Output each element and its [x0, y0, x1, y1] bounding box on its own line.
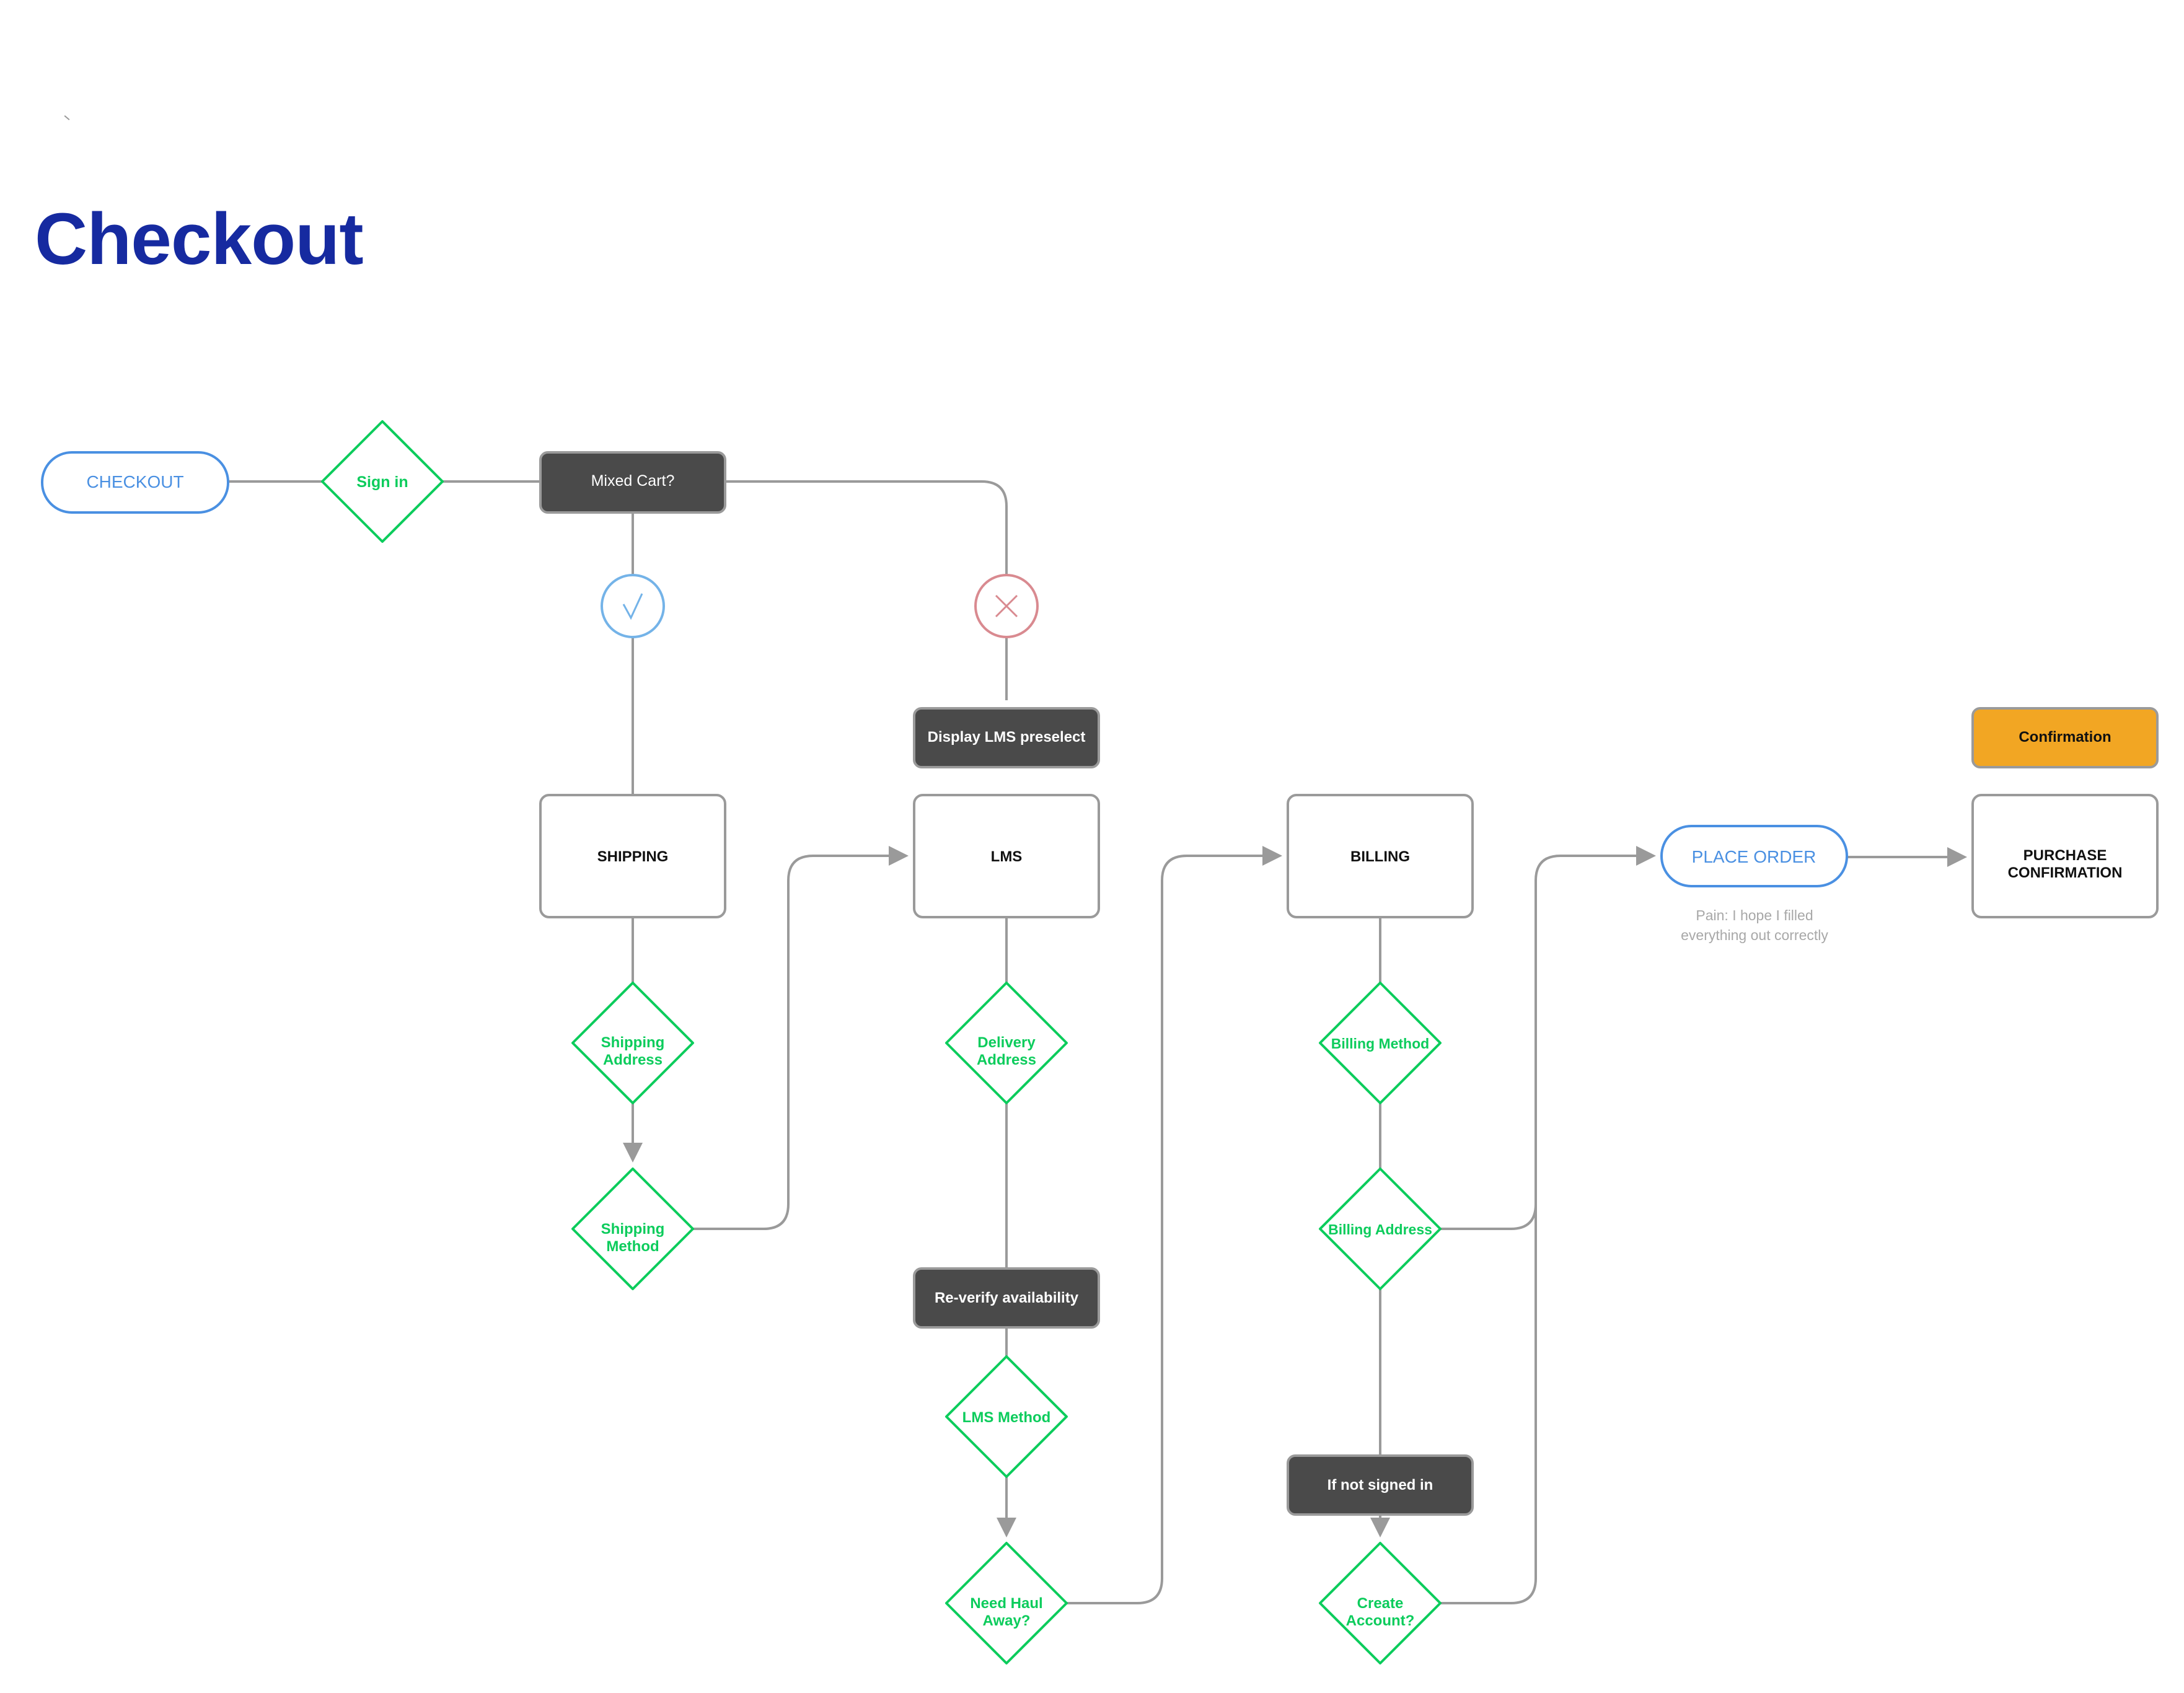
- billing-label: BILLING: [1350, 848, 1410, 865]
- lms-method-label: LMS Method: [962, 1409, 1051, 1426]
- billing-method-label: Billing Method: [1331, 1036, 1429, 1052]
- sign-in-label: Sign in: [356, 473, 408, 491]
- create-account-line-1: Create: [1357, 1595, 1404, 1612]
- node-place-order[interactable]: PLACE ORDER: [1660, 825, 1848, 887]
- mixed-cart-label: Mixed Cart?: [591, 472, 675, 490]
- node-purchase-confirmation[interactable]: PURCHASE CONFIRMATION: [1971, 794, 2159, 918]
- node-shipping-address[interactable]: Shipping Address: [571, 982, 694, 1104]
- pain-note-line-2: everything out correctly: [1681, 927, 1828, 943]
- edge-shippingmethod-lms: [693, 846, 909, 1230]
- edge-createaccount-placeorder: [1440, 1204, 1537, 1604]
- pain-note-line-1: Pain: I hope I filled: [1696, 907, 1813, 923]
- create-account-line-2: Account?: [1346, 1612, 1415, 1629]
- display-lms-label: Display LMS preselect: [928, 729, 1086, 745]
- node-no-branch: [974, 574, 1039, 638]
- edge-needhaul-billing: [1067, 846, 1282, 1604]
- edge-billingaddress-placeorder: [1440, 846, 1656, 1230]
- page-title: Checkout: [35, 198, 364, 280]
- node-yes-branch: [601, 574, 665, 638]
- billing-address-label: Billing Address: [1328, 1221, 1432, 1238]
- connectors: [228, 480, 1967, 1604]
- reverify-label: Re-verify availability: [935, 1290, 1079, 1306]
- node-shipping-method[interactable]: Shipping Method: [571, 1168, 694, 1290]
- delivery-address-line-2: Address: [977, 1052, 1036, 1068]
- delivery-address-line-1: Delivery: [977, 1034, 1036, 1051]
- close-icon: [995, 594, 1018, 618]
- node-display-lms-preselect[interactable]: Display LMS preselect: [913, 707, 1100, 768]
- node-shipping[interactable]: SHIPPING: [539, 794, 726, 918]
- shipping-method-line-2: Method: [606, 1238, 659, 1255]
- lms-label: LMS: [991, 848, 1023, 865]
- node-sign-in[interactable]: Sign in: [321, 420, 444, 543]
- need-haul-away-line-1: Need Haul: [970, 1595, 1042, 1612]
- place-order-label: PLACE ORDER: [1692, 847, 1816, 866]
- node-billing-method[interactable]: Billing Method: [1319, 982, 1442, 1104]
- node-lms[interactable]: LMS: [913, 794, 1100, 918]
- purchase-confirmation-line-2: CONFIRMATION: [2008, 864, 2123, 881]
- purchase-confirmation-line-1: PURCHASE: [2023, 847, 2107, 864]
- need-haul-away-line-2: Away?: [983, 1612, 1031, 1629]
- node-need-haul-away[interactable]: Need Haul Away?: [945, 1542, 1068, 1664]
- node-reverify-availability[interactable]: Re-verify availability: [913, 1267, 1100, 1329]
- if-not-signed-in-label: If not signed in: [1328, 1477, 1433, 1493]
- confirmation-label: Confirmation: [2019, 729, 2111, 745]
- shipping-address-line-2: Address: [603, 1052, 663, 1068]
- node-delivery-address[interactable]: Delivery Address: [945, 982, 1068, 1104]
- checkout-label: CHECKOUT: [86, 472, 183, 491]
- node-lms-method[interactable]: LMS Method: [945, 1355, 1068, 1478]
- node-create-account[interactable]: Create Account?: [1319, 1542, 1442, 1664]
- node-billing[interactable]: BILLING: [1287, 794, 1474, 918]
- pain-note: Pain: I hope I filled everything out cor…: [1681, 907, 1828, 943]
- node-if-not-signed-in[interactable]: If not signed in: [1287, 1454, 1474, 1516]
- shipping-label: SHIPPING: [597, 848, 669, 865]
- node-checkout[interactable]: CHECKOUT: [41, 451, 229, 514]
- check-icon: [622, 593, 643, 620]
- shipping-method-line-1: Shipping: [601, 1221, 665, 1238]
- shipping-address-line-1: Shipping: [601, 1034, 665, 1051]
- node-confirmation-tag[interactable]: Confirmation: [1971, 707, 2159, 768]
- node-billing-address[interactable]: Billing Address: [1319, 1168, 1442, 1290]
- node-mixed-cart[interactable]: Mixed Cart?: [539, 451, 726, 514]
- edge-mixedcart-no: [725, 480, 1008, 575]
